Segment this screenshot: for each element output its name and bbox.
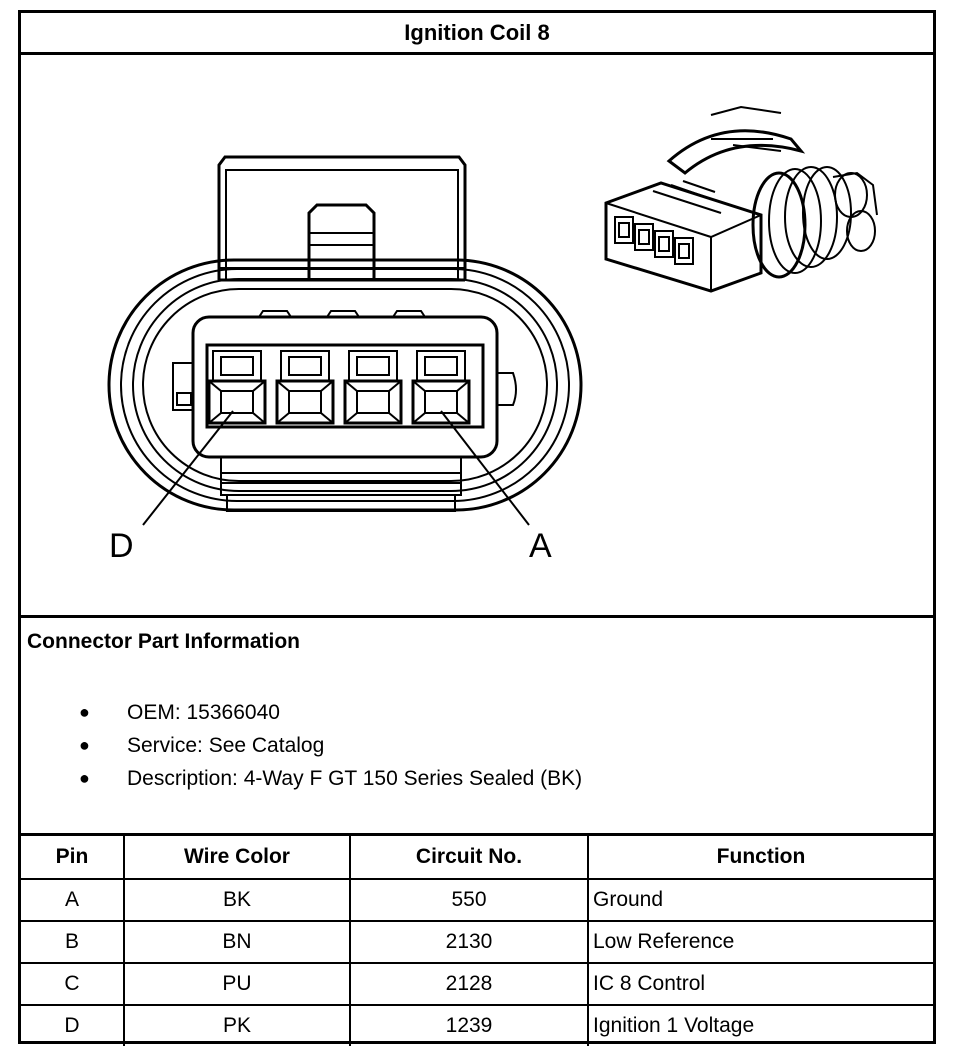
pin-label-a: A [529,527,552,565]
cell-function: Ground [587,878,933,922]
cell-pin: D [21,1004,125,1046]
table-row: C PU 2128 IC 8 Control [21,962,933,1006]
page-title: Ignition Coil 8 [21,13,933,55]
cell-wire-color: PU [123,962,351,1006]
cell-pin: B [21,920,125,964]
cell-function: Low Reference [587,920,933,964]
cell-circuit-no: 550 [349,878,589,922]
cell-circuit-no: 1239 [349,1004,589,1046]
cell-wire-color: PK [123,1004,351,1046]
table-header-row: Pin Wire Color Circuit No. Function [21,836,933,880]
cell-function: Ignition 1 Voltage [587,1004,933,1046]
cell-circuit-no: 2128 [349,962,589,1006]
info-item-description: ●Description: 4-Way F GT 150 Series Seal… [73,762,582,795]
bullet-icon: ● [79,768,90,788]
pinout-table: Pin Wire Color Circuit No. Function A BK… [21,836,933,1046]
column-header-pin: Pin [21,836,125,880]
info-heading: Connector Part Information [27,630,301,653]
bullet-icon: ● [79,735,90,755]
cell-wire-color: BK [123,878,351,922]
cell-function: IC 8 Control [587,962,933,1006]
connector-diagram: D A [21,55,933,618]
cell-pin: A [21,878,125,922]
column-header-function: Function [587,836,933,880]
info-item-oem: ●OEM: 15366040 [73,696,582,729]
bullet-icon: ● [79,702,90,722]
table-row: D PK 1239 Ignition 1 Voltage [21,1004,933,1046]
connector-sheet: Ignition Coil 8 [18,10,936,1046]
cell-wire-color: BN [123,920,351,964]
table-row: A BK 550 Ground [21,878,933,922]
info-list: ●OEM: 15366040 ●Service: See Catalog ●De… [73,696,582,795]
column-header-circuit-no: Circuit No. [349,836,589,880]
connector-part-info: Connector Part Information ●OEM: 1536604… [21,618,933,836]
info-item-service: ●Service: See Catalog [73,729,582,762]
column-header-wire-color: Wire Color [123,836,351,880]
connector-face-view [107,105,878,526]
table-row: B BN 2130 Low Reference [21,920,933,964]
pin-label-d: D [109,527,134,565]
cell-pin: C [21,962,125,1006]
cell-circuit-no: 2130 [349,920,589,964]
connector-iso-view [604,105,878,293]
